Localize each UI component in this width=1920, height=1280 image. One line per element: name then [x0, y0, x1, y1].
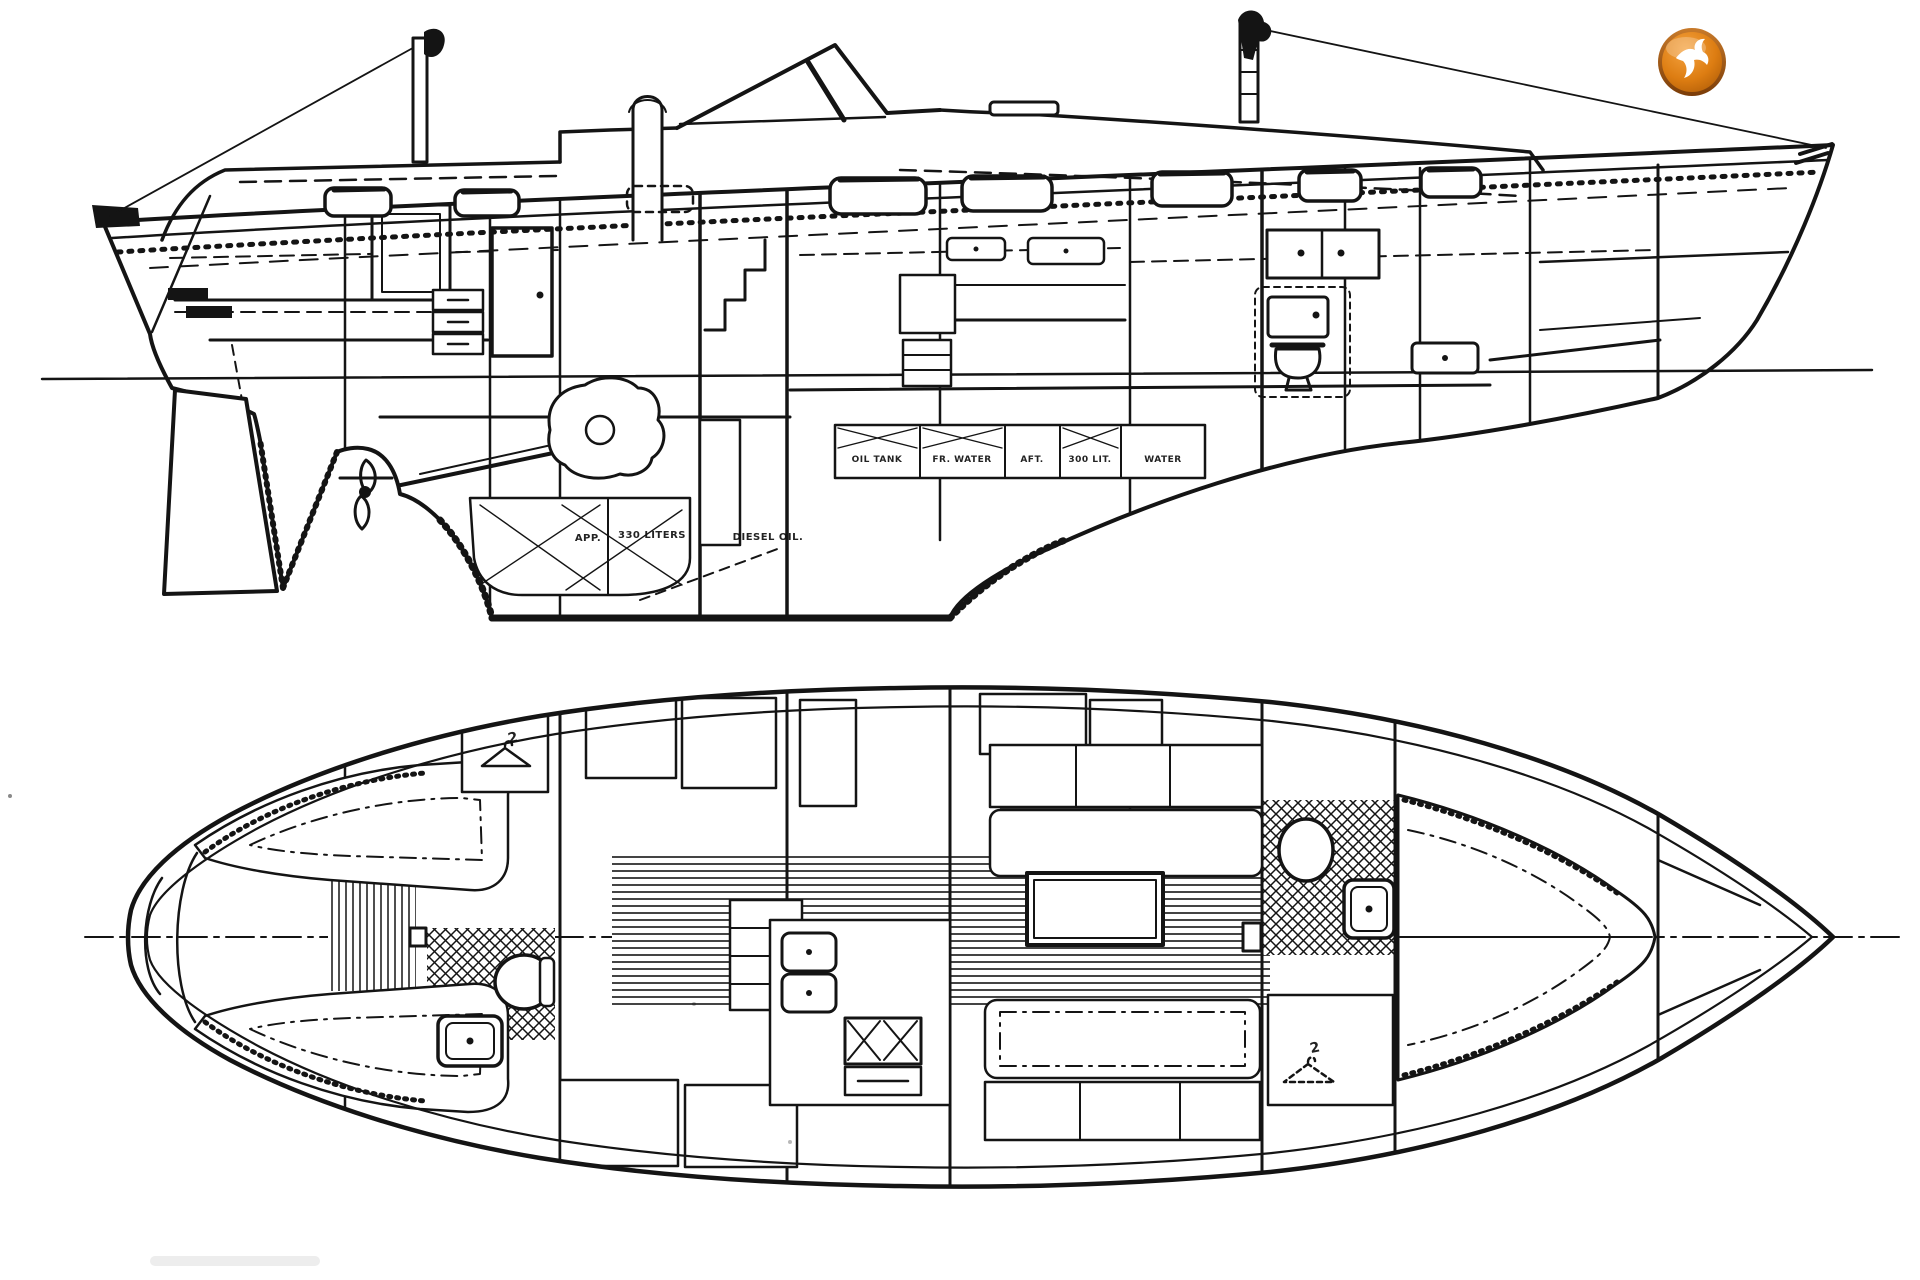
- rig: [109, 10, 1834, 217]
- keel-hatching: [257, 437, 1069, 622]
- hull-plan-outline: [125, 685, 1836, 1189]
- mizzen-mast-plan: [408, 926, 428, 948]
- superstructure: [160, 43, 1545, 266]
- transom-inner-line: [150, 194, 212, 334]
- keel-tank-label: 330 LITERS: [618, 530, 686, 541]
- rubrail-ticks: [115, 169, 1823, 255]
- saloon-table: [1025, 871, 1165, 947]
- lazarette-lines: [144, 851, 199, 1024]
- tank-label: 300 LIT.: [1068, 455, 1111, 465]
- stove-icon: [843, 1016, 923, 1097]
- companionway-steps: [703, 238, 767, 332]
- coat-hanger-icon: [480, 740, 532, 768]
- forestay: [1255, 27, 1827, 149]
- plan-view: 2 2: [84, 685, 1906, 1189]
- stern-step: [168, 288, 208, 300]
- cabin-window: [960, 174, 1054, 213]
- cabin-window: [1297, 168, 1363, 203]
- tank-label: OIL TANK: [852, 455, 903, 465]
- aft-berth-starboard: [193, 982, 510, 1114]
- cove-line: [149, 187, 1791, 269]
- coat-hanger-icon: [1282, 1056, 1336, 1084]
- toe-rail-inner-line: [145, 705, 1814, 1169]
- side-lockers: [945, 236, 1106, 266]
- engine: [380, 376, 666, 491]
- fwd-sink-icon: [1342, 878, 1396, 940]
- galley-sink-icon: [780, 931, 838, 1014]
- main-mast: [1238, 10, 1272, 124]
- stern-cap: [92, 205, 140, 228]
- fwd-hanging-locker: [1266, 993, 1395, 1107]
- settee-port: [988, 808, 1264, 878]
- aft-wardrobe: [460, 698, 550, 794]
- stern-step: [186, 306, 232, 318]
- heads-cabinet: [1265, 228, 1381, 280]
- bilge-sump: [698, 418, 742, 547]
- broker-logo: [1658, 28, 1726, 96]
- toilet-side-icon: [1254, 286, 1351, 398]
- windshield-strut: [805, 59, 847, 123]
- roof-camber-dashes: [238, 168, 1522, 198]
- galley-cabinet: [898, 273, 957, 388]
- v-berth: [1396, 793, 1657, 1082]
- waterline: [40, 368, 1874, 381]
- windshield: [675, 43, 942, 130]
- bilge-tanks: OIL TANK FR. WATER AFT. 300 LIT. WATER: [833, 423, 1207, 480]
- aft-sink-icon: [436, 1014, 504, 1068]
- scan-specks: [8, 794, 792, 1266]
- wardrobe-count: 2: [506, 729, 519, 747]
- galley: [768, 918, 952, 1107]
- fwd-toilet-icon: [1277, 817, 1335, 883]
- rudder: [162, 388, 279, 596]
- cabin-windows: [323, 166, 1483, 218]
- drawer-stack: [431, 288, 485, 356]
- keel-tank-label: DIESEL OIL.: [733, 532, 804, 543]
- tank-label: FR. WATER: [932, 455, 991, 465]
- keel-tank-label: APP.: [575, 533, 601, 544]
- aft-cabin-trunk: [160, 160, 562, 242]
- forepeak-lines: [1656, 858, 1762, 1017]
- tank-label: WATER: [1144, 455, 1182, 465]
- sink-side-icon: [1410, 341, 1480, 375]
- mizzen-backstay: [109, 43, 421, 217]
- tank-label: AFT.: [1020, 455, 1043, 465]
- cabin-window: [828, 176, 928, 216]
- cabin-window: [1150, 170, 1234, 208]
- profile-view: OIL TANK FR. WATER AFT. 300 LIT. WATER: [40, 10, 1874, 622]
- propeller: [338, 458, 394, 531]
- bow-fitting: [1794, 142, 1834, 165]
- mizzen-mast: [411, 28, 445, 164]
- main-mast-plan: [1241, 921, 1263, 953]
- dorade-vent: [628, 95, 667, 242]
- aft-berth-port: [193, 760, 510, 892]
- settee-starboard: [983, 998, 1262, 1080]
- saloon: [983, 743, 1264, 1142]
- aft-hatch-dashed: [625, 184, 695, 214]
- deck-hatch: [988, 100, 1060, 117]
- aft-toilet-icon: [493, 953, 556, 1011]
- keel-diesel-tank: [468, 418, 742, 597]
- wardrobe-count: 2: [1308, 1039, 1321, 1057]
- bird-icon: [1676, 38, 1709, 78]
